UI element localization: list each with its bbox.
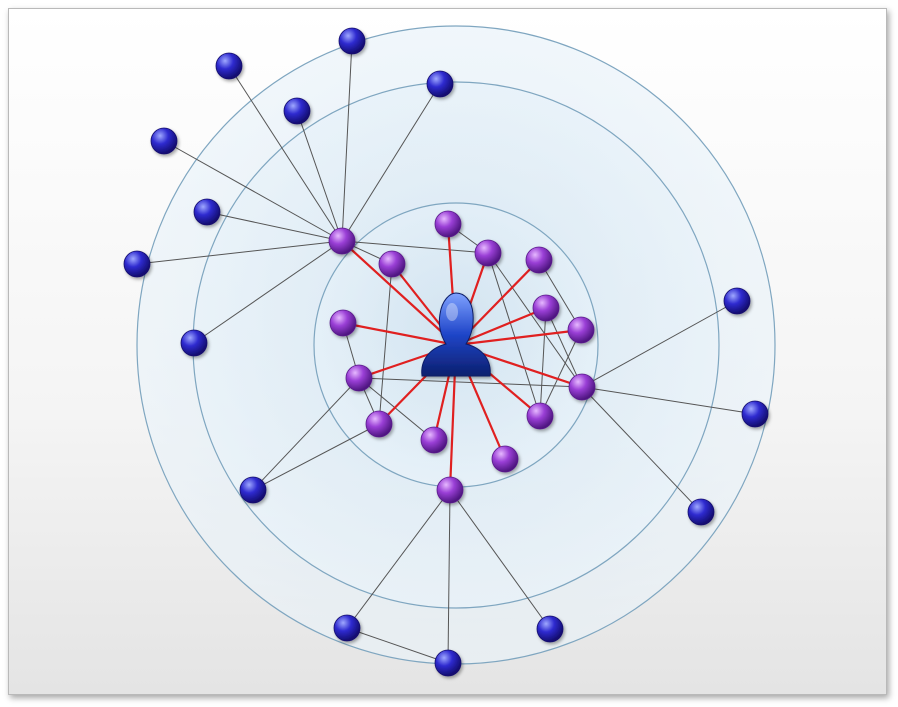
second-degree-node (180, 329, 208, 357)
indirect-link (581, 300, 738, 388)
indirect-link (136, 240, 343, 265)
indirect-link (539, 329, 582, 417)
direct-link (455, 328, 582, 347)
second-degree-node (687, 498, 715, 526)
second-degree-node (434, 649, 462, 677)
second-degree-node (741, 400, 769, 428)
second-degree-node (426, 70, 454, 98)
second-degree-node (283, 97, 311, 125)
first-degree-node (526, 402, 554, 430)
second-degree-node (536, 615, 564, 643)
first-degree-node (345, 364, 373, 392)
first-degree-node (525, 246, 553, 274)
indirect-link (163, 140, 343, 242)
first-degree-node (365, 410, 393, 438)
first-degree-node (434, 210, 462, 238)
first-degree-node (532, 294, 560, 322)
second-degree-node (338, 27, 366, 55)
first-degree-node (329, 309, 357, 337)
indirect-link (449, 489, 551, 630)
second-degree-node (215, 52, 243, 80)
indirect-link (581, 386, 756, 415)
indirect-link (296, 110, 343, 242)
first-degree-node (436, 476, 464, 504)
direct-link (341, 240, 457, 346)
direct-link (342, 321, 457, 347)
direct-link (455, 306, 547, 347)
second-degree-node (239, 476, 267, 504)
indirect-link (538, 259, 582, 331)
indirect-link (447, 489, 451, 664)
first-degree-node (567, 316, 595, 344)
first-degree-node (378, 250, 406, 278)
first-degree-node (328, 227, 356, 255)
indirect-link (193, 240, 343, 344)
indirect-link (346, 627, 449, 664)
second-degree-node (123, 250, 151, 278)
indirect-link (358, 377, 435, 441)
indirect-link (581, 386, 702, 513)
indirect-link (487, 252, 541, 417)
first-degree-node (420, 426, 448, 454)
second-degree-node (193, 198, 221, 226)
indirect-link (206, 211, 343, 242)
indirect-link (341, 83, 441, 242)
indirect-link (341, 240, 489, 254)
second-degree-node (150, 127, 178, 155)
indirect-link (545, 307, 583, 388)
indirect-link (358, 377, 583, 388)
indirect-link (228, 65, 343, 242)
indirect-link (341, 40, 353, 242)
indirect-link (346, 489, 451, 629)
first-degree-node (474, 239, 502, 267)
indirect-link (252, 423, 380, 491)
user-icon (421, 292, 491, 377)
indirect-link (539, 307, 547, 417)
second-degree-node (723, 287, 751, 315)
second-degree-node (333, 614, 361, 642)
indirect-link (252, 377, 360, 491)
indirect-link (378, 263, 393, 425)
indirect-link (487, 252, 583, 388)
first-degree-node (568, 373, 596, 401)
first-degree-node (491, 445, 519, 473)
